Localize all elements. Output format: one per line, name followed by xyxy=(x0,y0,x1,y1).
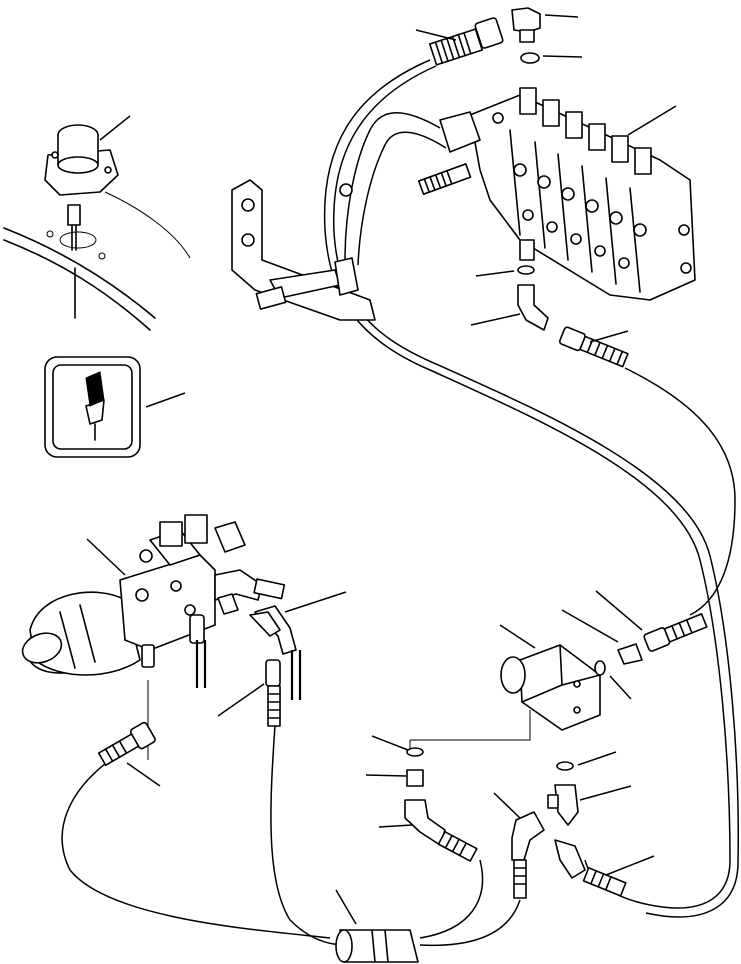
control-valve-bank xyxy=(344,87,696,368)
hose-bottom-loop-inner xyxy=(270,724,346,946)
leader-lines xyxy=(86,14,677,925)
wire-solenoid xyxy=(410,710,531,741)
mounting-bracket xyxy=(231,179,376,321)
switch-decal xyxy=(44,356,141,458)
hose-main-left xyxy=(323,59,731,909)
hose-bottom-loop-left xyxy=(61,759,331,939)
hose-main-left-2 xyxy=(333,65,739,918)
hose-bottom-mid xyxy=(419,859,484,939)
lower-left-hose-end xyxy=(97,721,156,766)
hose-protector-sleeve xyxy=(335,929,419,963)
hose-routes xyxy=(61,59,739,947)
top-hose-end xyxy=(428,7,541,66)
breaker-plug xyxy=(3,124,191,331)
hose-valve-right xyxy=(624,367,736,616)
hose-bottom-right xyxy=(419,899,521,947)
auxiliary-valve-manifold xyxy=(21,514,302,727)
solenoid-valve-block xyxy=(404,613,708,899)
